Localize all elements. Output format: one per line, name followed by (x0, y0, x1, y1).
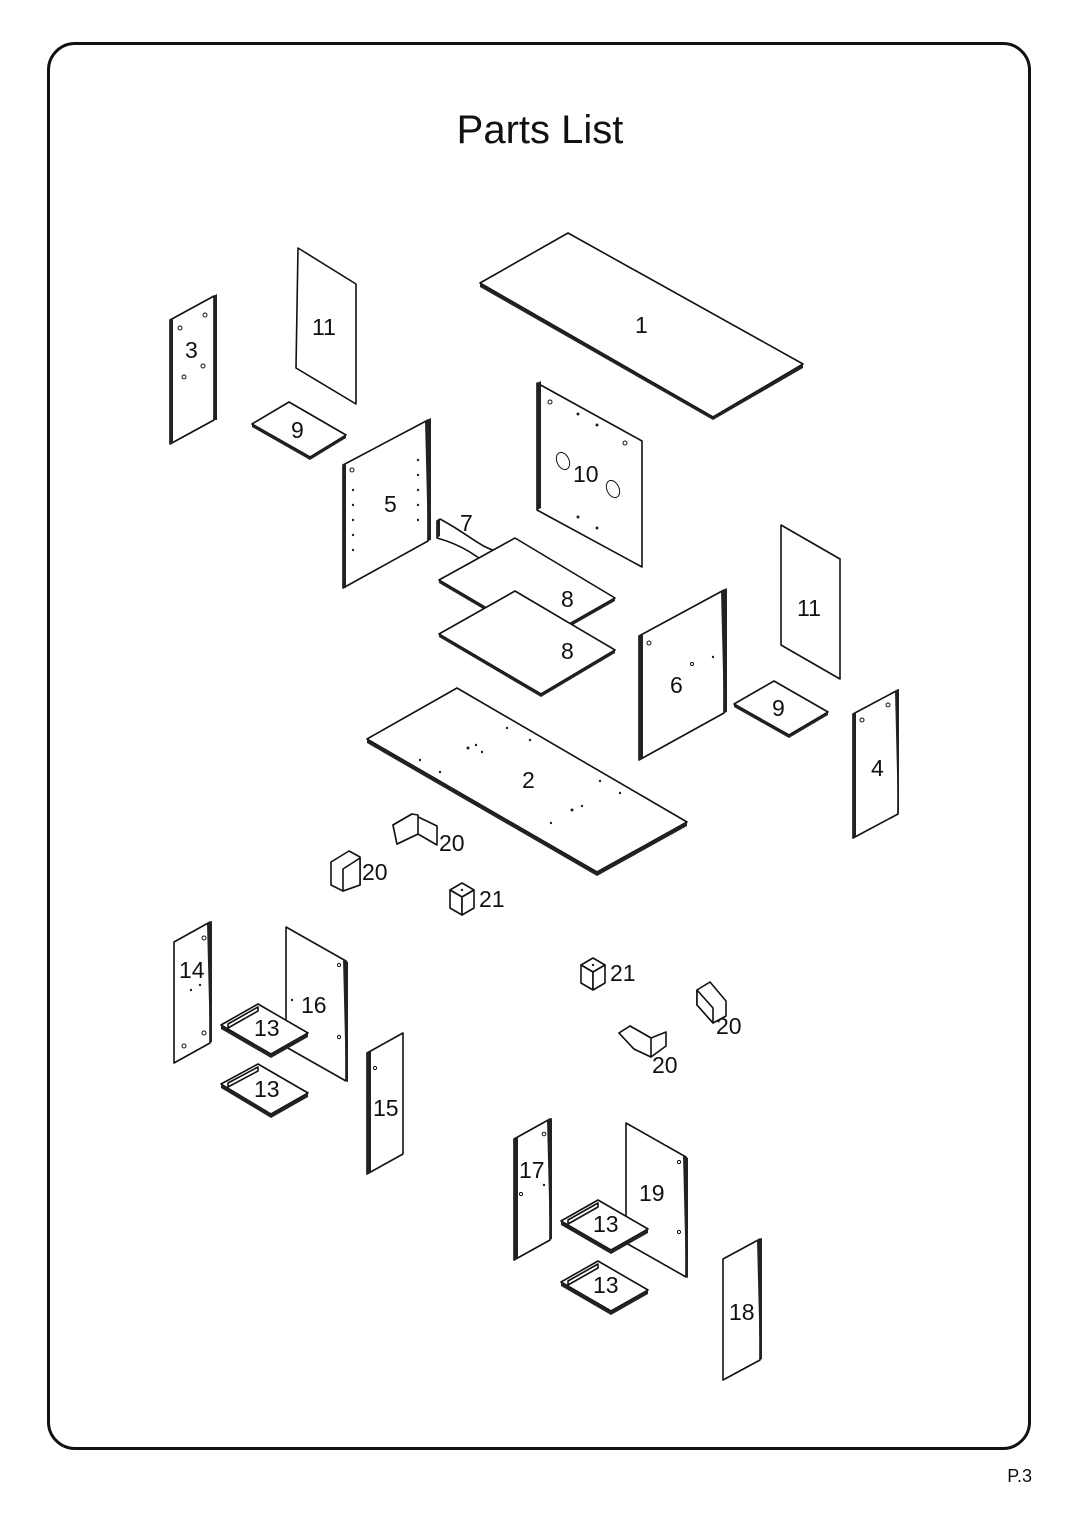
part-17-side-panel (513, 1118, 552, 1261)
part-13-drawer-bottom-a (220, 1003, 309, 1058)
part-13-drawer-bottom-d (560, 1260, 649, 1315)
label-part-1: 1 (635, 312, 648, 338)
label-part-18: 18 (729, 1299, 755, 1325)
page-title: Parts List (456, 108, 624, 152)
label-part-9-right: 9 (772, 695, 785, 721)
part-1-top-panel (479, 232, 804, 420)
label-part-2: 2 (522, 767, 535, 793)
label-part-10: 10 (573, 461, 599, 487)
label-part-21-b: 21 (610, 960, 636, 986)
part-11-back-panel-left (295, 247, 357, 405)
label-part-21-a: 21 (479, 886, 505, 912)
label-part-16: 16 (301, 992, 327, 1018)
label-part-6: 6 (670, 672, 683, 698)
part-13-drawer-bottom-b (220, 1063, 309, 1118)
part-21-foot-b (580, 957, 606, 991)
label-part-20-d: 20 (652, 1052, 678, 1078)
label-part-13-c: 13 (593, 1211, 619, 1237)
part-5-divider-panel (342, 418, 431, 589)
page-border (47, 42, 1031, 1450)
label-part-8-upper: 8 (561, 586, 574, 612)
part-11-back-panel-right (780, 524, 841, 680)
label-part-7: 7 (460, 510, 473, 536)
part-10-back-panel (536, 381, 643, 568)
part-20-bracket-a (392, 813, 438, 846)
label-part-15: 15 (373, 1095, 399, 1121)
label-part-8-lower: 8 (561, 638, 574, 664)
label-part-20-b: 20 (362, 859, 388, 885)
label-part-13-d: 13 (593, 1272, 619, 1298)
label-part-20-c: 20 (716, 1013, 742, 1039)
part-9-small-shelf-right (733, 680, 829, 738)
part-20-bracket-b (330, 850, 361, 892)
part-2-bottom-panel (366, 687, 688, 876)
part-18-side-panel (722, 1238, 762, 1381)
part-21-foot-a (449, 882, 475, 916)
label-part-3: 3 (185, 337, 198, 363)
part-3-side-panel (169, 294, 217, 445)
label-part-14: 14 (179, 957, 205, 983)
part-16-back-panel (285, 926, 348, 1082)
part-13-drawer-bottom-c (560, 1199, 649, 1254)
part-20-bracket-c (696, 981, 727, 1024)
part-6-divider-panel (638, 588, 727, 761)
label-part-17: 17 (519, 1157, 545, 1183)
label-part-13-a: 13 (254, 1015, 280, 1041)
part-20-bracket-d (618, 1025, 667, 1058)
label-part-13-b: 13 (254, 1076, 280, 1102)
part-8-shelf-lower (438, 590, 616, 697)
label-part-11-right: 11 (797, 595, 821, 621)
part-9-small-shelf (251, 401, 347, 460)
label-part-11-left: 11 (312, 314, 336, 340)
label-part-5: 5 (384, 491, 397, 517)
label-part-19: 19 (639, 1180, 665, 1206)
page-number: P.3 (1007, 1466, 1032, 1486)
part-4-side-panel (852, 689, 899, 839)
part-15-side-panel (366, 1032, 404, 1175)
label-part-20-a: 20 (439, 830, 465, 856)
label-part-9-left: 9 (291, 417, 304, 443)
part-19-back-panel (625, 1122, 688, 1278)
part-14-side-panel (173, 921, 212, 1064)
label-part-4: 4 (871, 755, 884, 781)
